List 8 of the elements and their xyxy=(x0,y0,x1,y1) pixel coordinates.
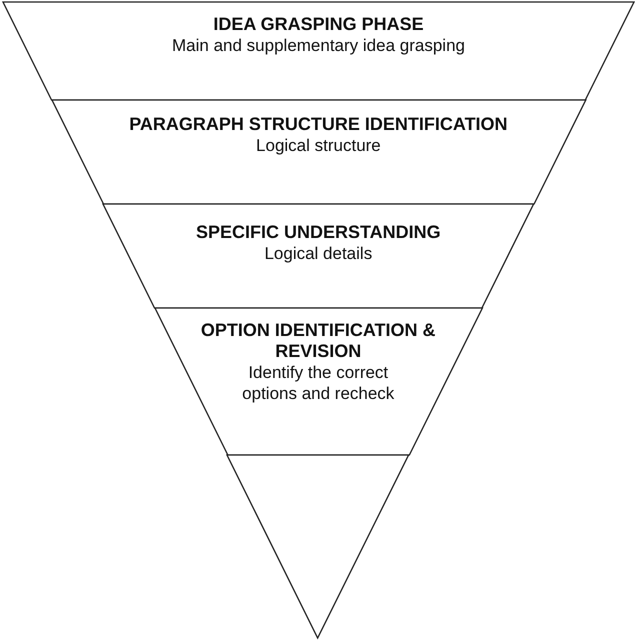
tier-heading: SPECIFIC UNDERSTANDING xyxy=(194,222,442,243)
tier-description: Main and supplementary idea grasping xyxy=(171,35,466,56)
tier-heading: OPTION IDENTIFICATION & REVISION xyxy=(200,320,437,362)
tier-description: Logical details xyxy=(263,243,374,264)
tier-heading: IDEA GRASPING PHASE xyxy=(212,14,425,35)
tier-description: Logical structure xyxy=(255,135,382,156)
tier-heading: PARAGRAPH STRUCTURE IDENTIFICATION xyxy=(128,114,509,135)
tier-description: Identify the correct options and recheck xyxy=(241,362,396,404)
